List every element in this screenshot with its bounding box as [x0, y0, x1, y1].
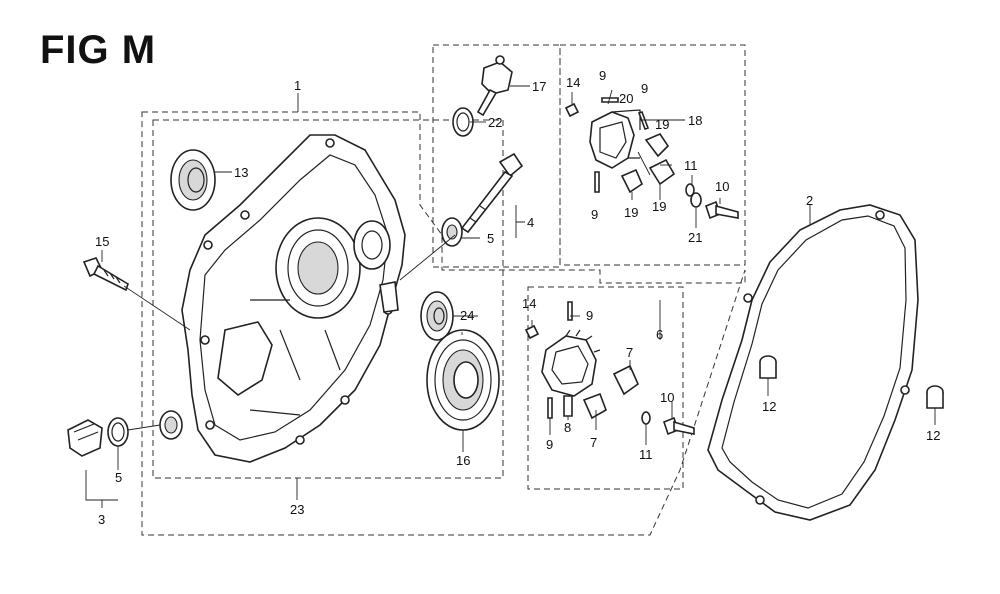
- callout-21: 21: [688, 230, 702, 245]
- flange-bolt-15[interactable]: [82, 257, 129, 292]
- o-ring-5-cap[interactable]: [107, 417, 129, 447]
- pin-9-lower-bottom[interactable]: [547, 397, 553, 419]
- washer-11-lower[interactable]: [641, 411, 651, 425]
- callout-15: 15: [95, 234, 109, 249]
- oil-level-switch-17[interactable]: [476, 55, 513, 117]
- callout-19-c: 19: [652, 199, 666, 214]
- callout-10-upper: 10: [715, 179, 729, 194]
- oil-seal-13[interactable]: [170, 149, 216, 211]
- governor-gear-6[interactable]: [541, 329, 601, 397]
- group-boundary-governor-gear: [527, 286, 684, 490]
- weight-7-a[interactable]: [612, 364, 639, 396]
- weight-19-a[interactable]: [644, 133, 670, 158]
- group-boundary-crankcase-cover: [141, 111, 746, 536]
- callout-14-lower: 14: [522, 296, 536, 311]
- callout-5-cap: 5: [115, 470, 122, 485]
- dowel-pin-12-a[interactable]: [759, 355, 777, 379]
- callout-23: 23: [290, 502, 304, 517]
- group-boundary-governor-assembly: [559, 44, 746, 266]
- callout-13: 13: [234, 165, 248, 180]
- shaft-8[interactable]: [563, 395, 573, 417]
- weight-19-c[interactable]: [620, 168, 643, 194]
- figure-title: FIG M: [40, 28, 157, 72]
- callout-24: 24: [460, 308, 474, 323]
- callout-5-dipstick: 5: [487, 231, 494, 246]
- leader-lines: [85, 85, 936, 508]
- callout-8: 8: [564, 420, 571, 435]
- callout-11-lower: 11: [639, 447, 653, 462]
- weight-7-b[interactable]: [582, 392, 607, 420]
- callout-17: 17: [532, 79, 546, 94]
- pin-9-upper-lower[interactable]: [594, 171, 600, 193]
- callout-12-a: 12: [762, 399, 776, 414]
- nut-14-lower[interactable]: [524, 324, 540, 340]
- oil-dipstick-4[interactable]: [460, 152, 524, 234]
- callout-2: 2: [806, 193, 813, 208]
- drain-plug-seat: [159, 410, 183, 440]
- governor-assembly-18[interactable]: [589, 109, 641, 169]
- washer-11-upper[interactable]: [685, 183, 695, 197]
- pin-9-lower-top[interactable]: [567, 301, 573, 321]
- crankcase-cover[interactable]: [181, 134, 406, 463]
- callout-20: 20: [619, 91, 633, 106]
- callout-7-a: 7: [626, 345, 633, 360]
- weight-19-b[interactable]: [648, 158, 676, 186]
- bolt-10-upper[interactable]: [705, 200, 739, 220]
- oil-filler-cap-3[interactable]: [67, 419, 103, 457]
- callout-10-lower: 10: [660, 390, 674, 405]
- callout-3: 3: [98, 512, 105, 527]
- callout-9-upper-a: 9: [599, 68, 606, 83]
- callout-22: 22: [488, 115, 502, 130]
- callout-14-upper: 14: [566, 75, 580, 90]
- callout-11-upper: 11: [684, 158, 698, 173]
- callout-19-a: 19: [655, 117, 669, 132]
- group-boundary-case-23: [152, 119, 504, 479]
- dowel-pin-12-b[interactable]: [926, 385, 944, 409]
- gasket-2[interactable]: [707, 204, 919, 521]
- ball-bearing-24[interactable]: [420, 291, 454, 341]
- callout-7-b: 7: [590, 435, 597, 450]
- ball-bearing-16[interactable]: [426, 329, 500, 431]
- bolt-10-lower[interactable]: [663, 416, 695, 436]
- o-ring-5-dipstick[interactable]: [441, 217, 463, 247]
- group-boundary-oil-sensor: [432, 44, 561, 268]
- pin-20[interactable]: [601, 97, 619, 103]
- washer-21[interactable]: [690, 192, 702, 208]
- callout-18: 18: [688, 113, 702, 128]
- callout-4: 4: [527, 215, 534, 230]
- callout-6: 6: [656, 327, 663, 342]
- callout-1: 1: [294, 78, 301, 93]
- callout-16: 16: [456, 453, 470, 468]
- callout-19-b: 19: [624, 205, 638, 220]
- callout-9-upper-c: 9: [591, 207, 598, 222]
- callout-9-upper-b: 9: [641, 81, 648, 96]
- pin-9-upper[interactable]: [637, 110, 650, 131]
- callout-12-b: 12: [926, 428, 940, 443]
- callout-9-lower-b: 9: [546, 437, 553, 452]
- nut-14-upper[interactable]: [564, 102, 580, 118]
- callout-9-lower-a: 9: [586, 308, 593, 323]
